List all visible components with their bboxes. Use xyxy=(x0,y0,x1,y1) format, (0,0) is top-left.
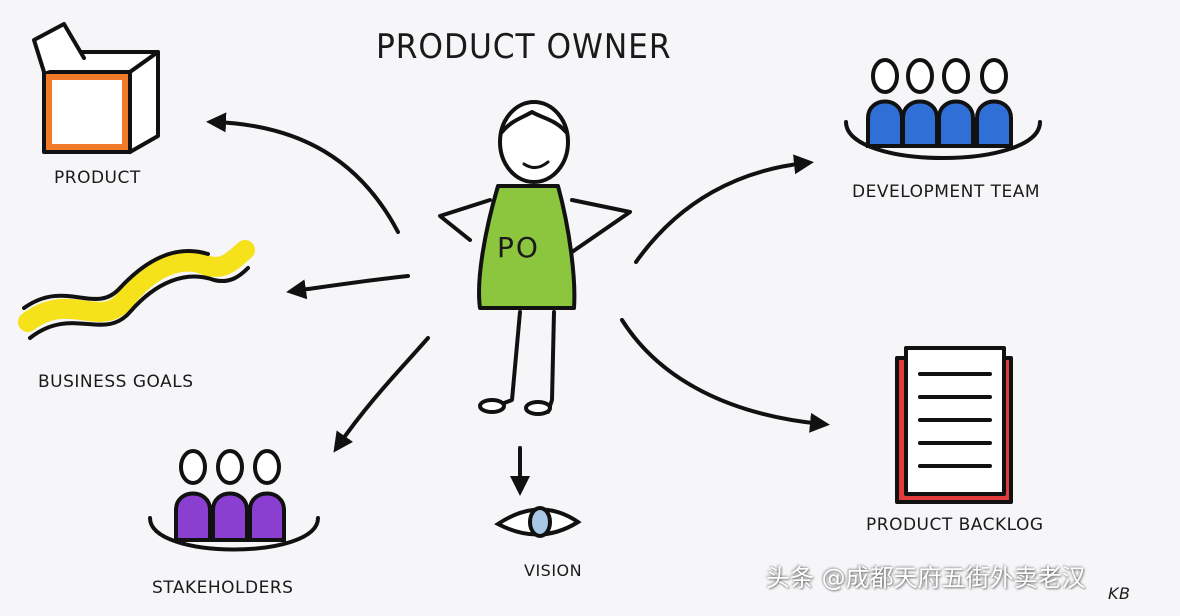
product-owner-figure xyxy=(438,100,632,416)
product-backlog-label: PRODUCT BACKLOG xyxy=(866,515,1044,535)
wavy-line-icon xyxy=(18,240,255,340)
product-label: PRODUCT xyxy=(54,168,141,188)
development-team-label: DEVELOPMENT TEAM xyxy=(852,182,1041,202)
po-shirt-label: PO xyxy=(497,231,540,264)
list-document-icon xyxy=(895,346,1013,504)
business-goals-label: BUSINESS GOALS xyxy=(38,372,194,392)
artist-signature: KB xyxy=(1108,584,1131,603)
watermark-text: 头条 @成都天府五街外卖老汉 xyxy=(766,564,1086,592)
page-title: PRODUCT OWNER xyxy=(376,27,672,67)
relationship-arrows xyxy=(206,112,830,496)
eye-icon xyxy=(494,506,582,538)
open-box-icon xyxy=(32,22,160,154)
stakeholders-label: STAKEHOLDERS xyxy=(152,578,294,598)
people-group-icon xyxy=(844,58,1042,160)
people-group-icon xyxy=(148,449,320,552)
vision-label: VISION xyxy=(524,561,583,580)
